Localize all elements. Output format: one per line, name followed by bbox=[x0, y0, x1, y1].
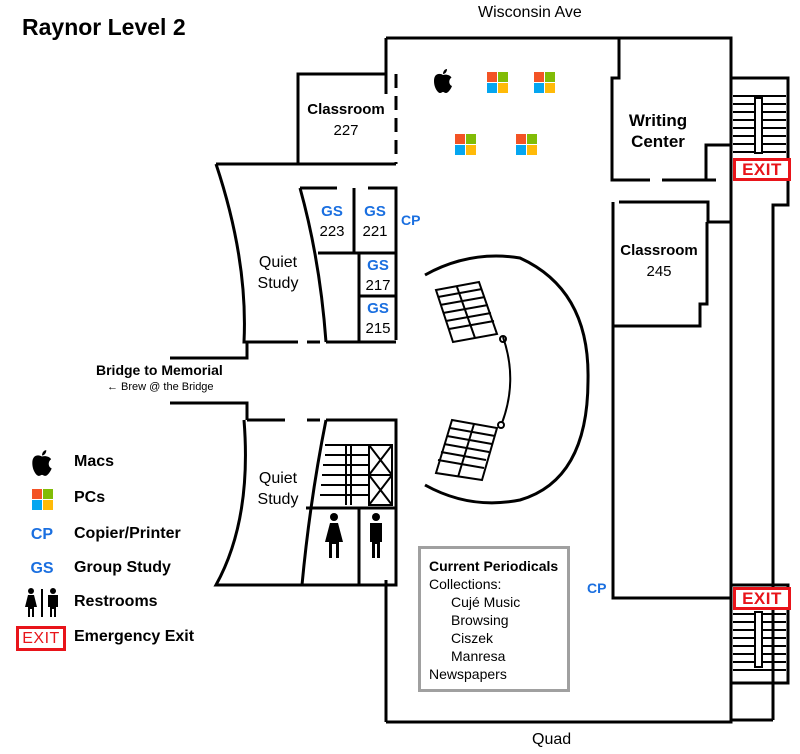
periodicals-heading: Current Periodicals bbox=[429, 558, 559, 574]
periodicals-collection: Ciszek bbox=[451, 630, 494, 646]
copier-badge: CP bbox=[30, 526, 54, 543]
windows-icon bbox=[534, 72, 555, 93]
legend-item-group-study: GS Group Study bbox=[0, 554, 260, 584]
group-study-215[interactable]: GS 215 bbox=[359, 299, 397, 339]
windows-icon bbox=[455, 134, 476, 155]
room-name-line1: Writing bbox=[628, 111, 688, 130]
gs-number: 221 bbox=[362, 223, 388, 240]
windows-icon bbox=[516, 134, 537, 155]
stair-left bbox=[320, 444, 393, 506]
gs-code: GS bbox=[364, 203, 386, 220]
room-number: 245 bbox=[646, 263, 672, 280]
copier-marker-north[interactable]: CP bbox=[401, 212, 421, 228]
quiet-study-south-walls bbox=[213, 418, 398, 587]
atrium-post bbox=[497, 421, 505, 429]
restroom-icon bbox=[325, 513, 382, 558]
restroom-icon bbox=[18, 588, 66, 618]
quiet-study-north-walls bbox=[214, 162, 396, 344]
outer-wall bbox=[384, 36, 733, 724]
room-name-line2: Study bbox=[257, 491, 299, 508]
room-classroom-227[interactable]: Classroom 227 bbox=[300, 99, 392, 141]
atrium-curve bbox=[424, 254, 590, 505]
periodicals-footer: Newspapers bbox=[429, 666, 507, 682]
gs-rooms bbox=[298, 186, 398, 343]
apple-icon bbox=[434, 69, 452, 93]
legend-label: Group Study bbox=[74, 559, 171, 576]
legend-item-pcs: PCs bbox=[0, 484, 260, 514]
group-study-badge: GS bbox=[30, 560, 54, 577]
gs-number: 217 bbox=[365, 277, 391, 294]
current-periodicals-box: Current Periodicals Collections: Cujé Mu… bbox=[418, 546, 570, 692]
bridge-walls bbox=[170, 340, 320, 422]
room-writing-center[interactable]: Writing Center bbox=[614, 110, 702, 152]
windows-icon bbox=[18, 484, 66, 514]
legend-item-restrooms: Restrooms bbox=[0, 588, 260, 618]
legend-item-emergency-exit: EXIT Emergency Exit bbox=[0, 623, 260, 653]
atrium-post bbox=[499, 335, 507, 343]
periodicals-collection: Manresa bbox=[451, 648, 506, 664]
stair-tower-south bbox=[731, 583, 790, 685]
apple-icon bbox=[18, 448, 66, 478]
legend: Macs PCs CP Copier/Printer GS Group Stud… bbox=[0, 448, 260, 668]
legend-label: Emergency Exit bbox=[74, 628, 195, 645]
windows-icon bbox=[487, 72, 508, 93]
gs-number: 223 bbox=[319, 223, 345, 240]
atrium-inner bbox=[501, 336, 512, 424]
legend-label: Macs bbox=[74, 453, 115, 470]
copier-marker-south[interactable]: CP bbox=[587, 580, 607, 596]
room-classroom-245[interactable]: Classroom 245 bbox=[614, 240, 704, 282]
legend-item-copier: CP Copier/Printer bbox=[0, 520, 260, 550]
room-name: Classroom bbox=[620, 242, 698, 259]
group-study-217[interactable]: GS 217 bbox=[359, 256, 397, 296]
room-name-line2: Center bbox=[631, 132, 685, 151]
stairs-tower-north bbox=[733, 95, 786, 154]
bridge-label: Bridge to Memorial bbox=[96, 362, 223, 378]
classroom-227-walls bbox=[296, 72, 396, 166]
group-study-221[interactable]: GS 221 bbox=[355, 202, 395, 242]
room-name-line1: Quiet bbox=[258, 470, 298, 487]
exit-sign-south: EXIT bbox=[733, 587, 791, 610]
exit-sign-north: EXIT bbox=[733, 158, 791, 181]
periodicals-collection: Cujé Music bbox=[451, 594, 521, 610]
periodicals-collection: Browsing bbox=[451, 612, 509, 628]
gs-code: GS bbox=[367, 300, 389, 317]
street-north: Wisconsin Ave bbox=[478, 4, 582, 21]
stairs-tower-south bbox=[733, 611, 786, 671]
gs-number: 215 bbox=[365, 320, 391, 337]
legend-item-macs: Macs bbox=[0, 448, 260, 478]
room-quiet-study-south[interactable]: Quiet Study bbox=[248, 468, 308, 510]
gs-code: GS bbox=[321, 203, 343, 220]
atrium-stairs bbox=[434, 280, 499, 482]
street-south: Quad bbox=[532, 731, 572, 748]
page-title: Raynor Level 2 bbox=[22, 14, 186, 40]
room-name: Classroom bbox=[307, 101, 385, 118]
exit-badge: EXIT bbox=[16, 623, 66, 653]
room-name-line2: Study bbox=[257, 275, 299, 292]
legend-label: PCs bbox=[74, 489, 106, 506]
room-quiet-study-north[interactable]: Quiet Study bbox=[248, 252, 308, 294]
periodicals-collections-label: Collections: bbox=[429, 576, 502, 592]
legend-label: Copier/Printer bbox=[74, 525, 181, 542]
group-study-223[interactable]: GS 223 bbox=[312, 202, 352, 242]
room-name-line1: Quiet bbox=[258, 254, 298, 271]
gs-code: GS bbox=[367, 257, 389, 274]
classroom-245-walls bbox=[611, 200, 731, 600]
legend-label: Restrooms bbox=[74, 593, 158, 610]
writing-center-walls bbox=[610, 38, 731, 182]
inner-corridor bbox=[731, 205, 775, 722]
room-number: 227 bbox=[333, 122, 359, 139]
bridge-sublabel: ← Brew @ the Bridge bbox=[107, 381, 214, 393]
